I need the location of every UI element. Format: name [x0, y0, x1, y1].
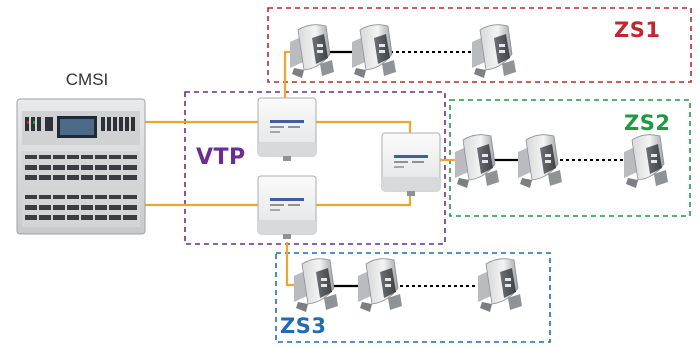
- zs3-damper-icon: [477, 258, 523, 313]
- zs1-damper-icon: [471, 24, 517, 79]
- zs1-damper-icon: [351, 24, 397, 79]
- vtp-module-bottom-icon: [257, 175, 317, 240]
- zs1-damper-icon: [289, 24, 335, 79]
- vtp-module-top-icon: [257, 97, 317, 162]
- zs3-damper-icon: [357, 258, 403, 313]
- zone-zs2-label: ZS2: [624, 111, 671, 135]
- zone-zs3-box: [275, 252, 551, 343]
- wire-to-zs3: [285, 242, 296, 287]
- zone-zs3-label: ZS3: [280, 314, 327, 338]
- zs3-damper-icon: [293, 258, 339, 313]
- zs1-damper-row: [289, 24, 517, 79]
- vtp-module-right-icon: [381, 132, 441, 197]
- cmsi-control-panel-icon: [16, 98, 146, 235]
- zs2-damper-icon: [517, 134, 563, 189]
- zs2-damper-icon: [454, 134, 500, 189]
- zone-zs2-box: [449, 99, 691, 217]
- zs2-damper-row: [454, 134, 669, 189]
- vtp-box: [184, 91, 446, 245]
- zs2-damper-icon: [623, 134, 669, 189]
- cmsi-label: CMSI: [65, 70, 109, 89]
- zs3-damper-row: [293, 258, 523, 313]
- vtp-label: VTP: [196, 145, 246, 170]
- zone-zs1-label: ZS1: [614, 18, 661, 42]
- zone-zs1-box: [267, 7, 692, 83]
